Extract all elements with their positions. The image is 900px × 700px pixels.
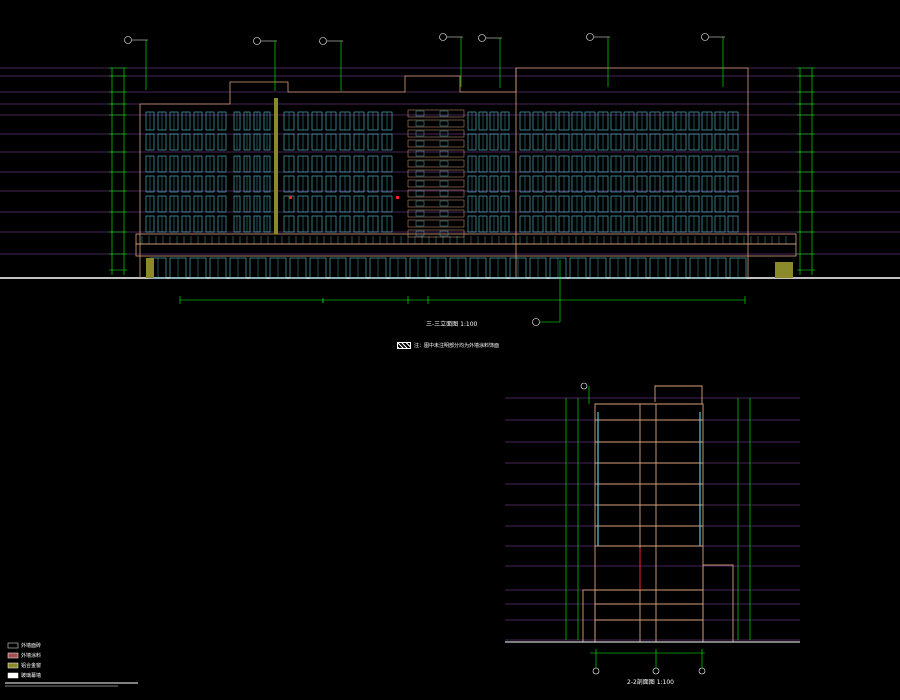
balcony xyxy=(407,169,465,178)
balcony xyxy=(407,149,465,158)
balcony-window xyxy=(415,140,425,147)
section-ground xyxy=(505,641,800,675)
balcony xyxy=(407,219,465,228)
elevation-building xyxy=(135,67,797,278)
balcony-window xyxy=(415,130,425,137)
axis-bubble xyxy=(253,37,261,45)
balcony xyxy=(407,109,465,118)
balcony-window xyxy=(415,210,425,217)
elevation-note-text: 注：图中未注明部分均为外墙涂料饰面 xyxy=(414,342,500,349)
legend xyxy=(5,642,138,687)
balcony-window xyxy=(415,110,425,117)
balcony-window xyxy=(415,180,425,187)
elevation-bottom-dimension xyxy=(179,260,746,326)
balcony-window xyxy=(439,120,449,127)
balcony-window xyxy=(439,230,449,237)
elevation-window-grid xyxy=(145,98,739,238)
balcony-window xyxy=(439,210,449,217)
elevation-title: 三-三立面图 1:100 xyxy=(426,321,478,328)
storefront-panel xyxy=(146,258,154,278)
balcony-window xyxy=(439,220,449,227)
balcony xyxy=(407,209,465,218)
balcony xyxy=(407,129,465,138)
balcony-window xyxy=(439,200,449,207)
elevation-dimension-lines xyxy=(109,67,815,275)
elevation-storefronts xyxy=(141,236,793,279)
balcony-window xyxy=(415,170,425,177)
legend-item-2: 外墙涂料 xyxy=(21,653,42,659)
balcony-window xyxy=(439,140,449,147)
axis-bubble xyxy=(124,36,132,44)
sec-axis-bubble xyxy=(580,382,588,390)
balcony-window xyxy=(415,220,425,227)
axis-bubble xyxy=(701,33,709,41)
balcony-window xyxy=(415,200,425,207)
balcony xyxy=(407,139,465,148)
section-title: 2-2剖面图 1:100 xyxy=(627,679,674,686)
axis-bubble xyxy=(586,33,594,41)
balcony-window xyxy=(415,160,425,167)
balcony-window xyxy=(439,170,449,177)
balcony-window xyxy=(439,180,449,187)
legend-item-4: 玻璃幕墙 xyxy=(21,673,42,679)
balcony-window xyxy=(415,230,425,237)
red-marker xyxy=(289,196,292,199)
balcony-window xyxy=(415,120,425,127)
balcony xyxy=(407,189,465,198)
axis-bubble xyxy=(439,33,447,41)
balcony xyxy=(407,179,465,188)
axis-bubble xyxy=(478,34,486,42)
axis-bubble-group xyxy=(124,33,725,91)
balcony-window xyxy=(439,150,449,157)
balcony xyxy=(407,119,465,128)
hatch-swatch-icon xyxy=(397,342,411,349)
balcony xyxy=(407,199,465,208)
balcony xyxy=(407,159,465,168)
balcony-window xyxy=(439,160,449,167)
balcony-window xyxy=(439,190,449,197)
elevation-level-lines xyxy=(0,67,900,255)
balcony-window xyxy=(439,130,449,137)
legend-item-3: 铝合金窗 xyxy=(21,663,42,669)
elevation-note: 注：图中未注明部分均为外墙涂料饰面 xyxy=(397,342,499,349)
red-marker xyxy=(396,196,399,199)
pilaster xyxy=(274,98,278,234)
storefront-panel xyxy=(775,262,793,278)
section-dimension-lines xyxy=(565,382,751,640)
axis-bubble xyxy=(319,37,327,45)
balcony-window xyxy=(415,150,425,157)
section-floor-slabs xyxy=(595,403,703,621)
legend-item-1: 外墙面砖 xyxy=(21,643,42,649)
balcony-window xyxy=(439,110,449,117)
balcony-window xyxy=(415,190,425,197)
